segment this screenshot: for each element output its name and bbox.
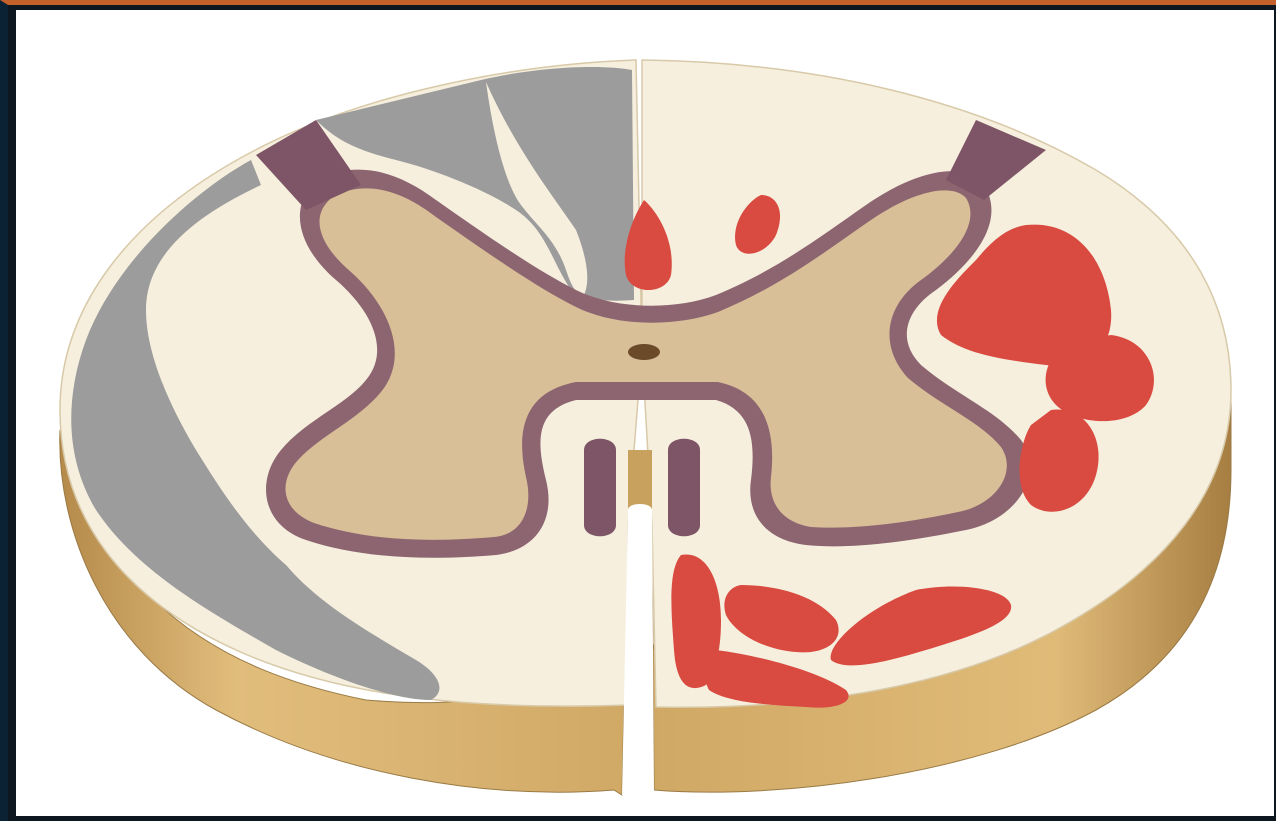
spinal-cord-diagram xyxy=(16,10,1274,816)
anterior-commissure-center xyxy=(628,450,652,510)
anterior-column-right xyxy=(668,439,700,537)
lateral-descending-tract-2 xyxy=(1046,335,1154,421)
anterior-column-left xyxy=(584,439,616,537)
central-canal xyxy=(628,344,660,360)
diagram-panel xyxy=(16,10,1274,816)
